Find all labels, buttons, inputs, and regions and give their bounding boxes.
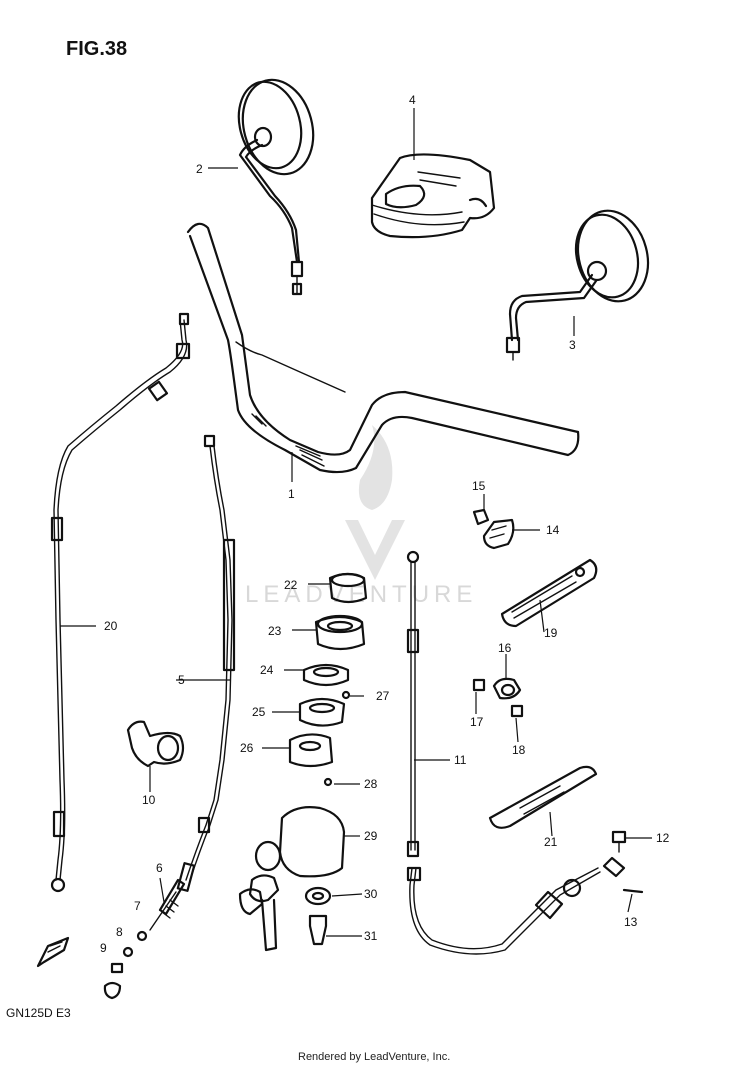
callout-16: 16 <box>498 641 512 655</box>
callout-10: 10 <box>142 793 156 807</box>
leadventure-watermark: LEADVENTURE <box>245 425 477 608</box>
callout-19: 19 <box>544 626 558 640</box>
washer-24 <box>302 663 350 687</box>
bracket-21 <box>488 765 598 829</box>
nut-27 <box>341 690 351 700</box>
handlebar-switch-cover <box>370 153 496 239</box>
callout-18: 18 <box>512 743 526 757</box>
grip-10 <box>126 720 185 768</box>
callout-29: 29 <box>364 829 378 843</box>
callout-7: 7 <box>134 899 141 913</box>
cable-11 <box>406 550 626 955</box>
callout-3: 3 <box>569 338 576 352</box>
callout-6: 6 <box>156 861 163 875</box>
callout-12: 12 <box>656 831 670 845</box>
callout-14: 14 <box>546 523 560 537</box>
bushing-26 <box>288 733 334 768</box>
washer-30 <box>304 886 332 906</box>
callout-24: 24 <box>260 663 274 677</box>
leader-lines <box>60 108 652 937</box>
spring-and-fittings <box>103 878 186 1000</box>
left-mirror <box>237 78 315 296</box>
pin-13 <box>622 888 644 894</box>
callout-8: 8 <box>116 925 123 939</box>
figure-label: FIG.38 <box>66 38 127 60</box>
callout-1: 1 <box>288 487 295 501</box>
callout-31: 31 <box>364 929 378 943</box>
clamp-16 <box>492 677 522 700</box>
callout-15: 15 <box>472 479 486 493</box>
callout-5: 5 <box>178 673 185 687</box>
callouts: 1 2 3 4 5 6 7 8 9 10 11 12 13 14 15 16 1… <box>100 93 670 955</box>
watermark-text: LEADVENTURE <box>245 581 477 608</box>
screw-12 <box>611 830 627 853</box>
model-code: GN125D E3 <box>6 1006 71 1020</box>
callout-11: 11 <box>454 753 467 767</box>
bushing-22 <box>328 572 368 604</box>
bushing-23 <box>314 614 366 651</box>
callout-17: 17 <box>470 715 484 729</box>
callout-28: 28 <box>364 777 378 791</box>
callout-20: 20 <box>104 619 118 633</box>
credit-line: Rendered by LeadVenture, Inc. <box>298 1051 450 1063</box>
cable-5 <box>176 434 236 892</box>
right-mirror <box>505 209 650 361</box>
nut-28 <box>323 777 333 787</box>
nut-18 <box>510 704 524 718</box>
cable-20 <box>50 312 191 893</box>
front-arrow-icon <box>36 936 70 968</box>
bolt-17 <box>472 678 486 692</box>
handlebar <box>186 222 580 474</box>
bracket-19 <box>500 558 598 628</box>
callout-4: 4 <box>409 93 416 107</box>
clamp-14 <box>482 518 515 550</box>
callout-21: 21 <box>544 835 558 849</box>
washer-25 <box>298 697 346 727</box>
pin-31 <box>308 914 328 946</box>
callout-27: 27 <box>376 689 390 703</box>
bolt-15 <box>472 508 490 526</box>
callout-2: 2 <box>196 162 203 176</box>
callout-25: 25 <box>252 705 266 719</box>
ignition-switch-29 <box>238 806 346 952</box>
callout-23: 23 <box>268 624 282 638</box>
callout-22: 22 <box>284 578 298 592</box>
callout-30: 30 <box>364 887 378 901</box>
callout-26: 26 <box>240 741 254 755</box>
callout-9: 9 <box>100 941 107 955</box>
callout-13: 13 <box>624 915 638 929</box>
